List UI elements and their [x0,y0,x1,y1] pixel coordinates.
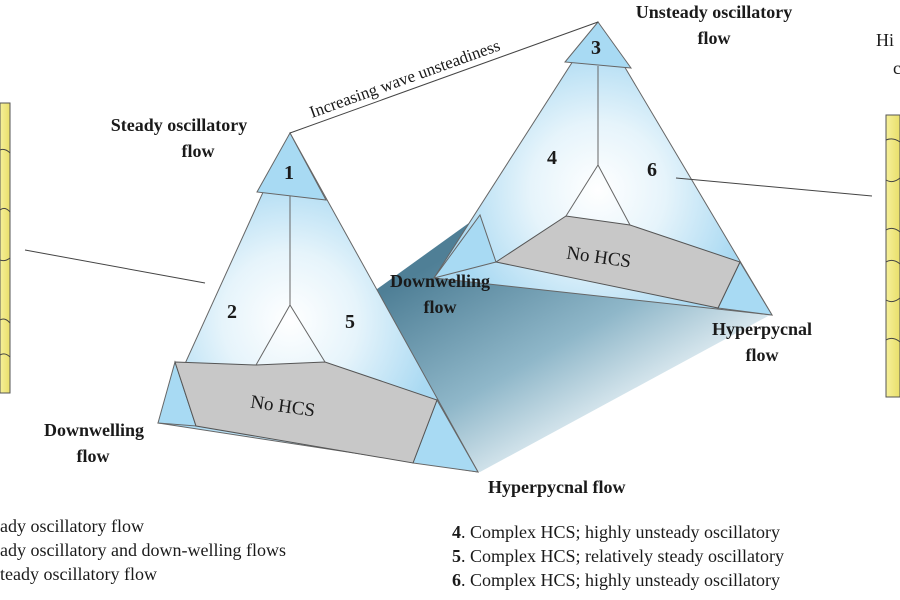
legend-left-item: ady oscillatory and down-welling flows [0,540,286,560]
left-field-dividers [255,196,326,366]
legend-left-item: teady oscillatory flow [0,564,157,584]
legend-right: 4. Complex HCS; highly unsteady oscillat… [452,520,784,592]
left-downwelling-label-2: flow [77,446,110,466]
right-apex-corner [564,21,633,69]
right-downwelling-label-1: Downwelling [390,271,490,291]
left-pyramid [157,131,479,473]
legend-right-item: 5. Complex HCS; relatively steady oscill… [452,546,784,566]
left-core-photo [0,102,11,394]
right-hyperpycnal-label-2: flow [746,345,779,365]
field-label-4: 4 [547,147,557,169]
field-label-6: 6 [647,159,657,181]
right-hyperpycnal-label-1: Hyperpycnal [712,319,812,339]
left-apex-corner [256,131,327,201]
right-left-corner [432,213,497,279]
wave-axis-label: Increasing wave unsteadiness [307,36,503,122]
legend-right-item: 4. Complex HCS; highly unsteady oscillat… [452,522,780,542]
right-leader-line [675,177,873,197]
left-apex-label-2: flow [182,141,215,161]
right-field-dividers [565,66,631,226]
field-label-1: 1 [284,162,294,184]
right-downwelling-label-2: flow [424,297,457,317]
field-label-3: 3 [591,37,601,59]
right-apex-label-2: flow [698,28,731,48]
legend-right-item: 6. Complex HCS; highly unsteady oscillat… [452,570,780,590]
edge-label-2: c [893,58,900,78]
left-apex-label-1: Steady oscillatory [111,115,248,135]
field-label-2: 2 [227,301,237,323]
wave-axis-line [289,21,599,134]
left-downwelling-label-1: Downwelling [44,420,144,440]
left-leader-line [24,249,206,284]
field-label-5: 5 [345,311,355,333]
right-core-photo [885,114,900,398]
right-pyramid [432,21,773,316]
right-apex-label-1: Unsteady oscillatory [636,2,793,22]
right-no-hcs-zone [494,215,741,309]
legend-left-item: ady oscillatory flow [0,516,144,536]
legend-left: ady oscillatory flow ady oscillatory and… [0,514,286,586]
left-hyperpycnal-label: Hyperpycnal flow [488,477,626,497]
edge-label-1: Hi [876,30,894,50]
